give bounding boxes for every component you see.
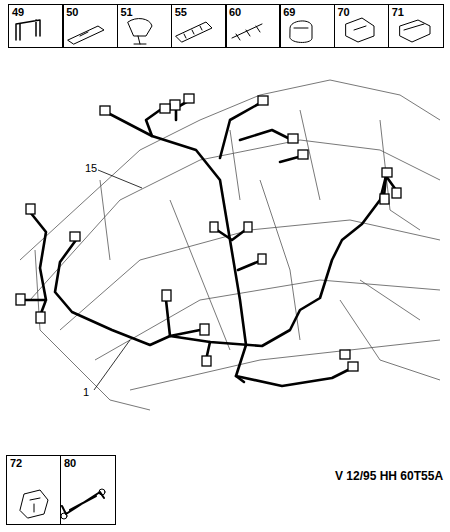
leader-lines — [94, 170, 142, 390]
part-number: 72 — [10, 457, 22, 469]
part-cell: 69 — [279, 4, 335, 48]
reference-code: V 12/95 HH 60T55A — [334, 470, 444, 483]
part-number: 51 — [121, 6, 133, 18]
connectors — [16, 94, 401, 371]
callout-number: 1 — [82, 386, 90, 399]
floor-pan — [20, 80, 440, 410]
part-number: 49 — [12, 6, 24, 18]
part-number: 71 — [392, 6, 404, 18]
part-cell: 49 — [8, 4, 64, 48]
part-number: 60 — [229, 6, 241, 18]
part-cell: 51 — [117, 4, 173, 48]
part-number: 69 — [283, 6, 295, 18]
part-cell: 80 — [60, 455, 116, 525]
wiring-harness — [22, 100, 396, 386]
part-cell: 70 — [334, 4, 390, 48]
part-cell: 55 — [171, 4, 227, 48]
part-number: 80 — [64, 457, 76, 469]
part-cell: 71 — [388, 4, 444, 48]
part-cell: 72 — [6, 455, 61, 525]
part-cell: 60 — [225, 4, 281, 48]
clip-icons — [16, 18, 430, 519]
part-number: 55 — [175, 6, 187, 18]
callout-number: 15 — [84, 162, 98, 175]
part-cell: 50 — [62, 4, 118, 48]
part-number: 50 — [66, 6, 78, 18]
part-number: 70 — [338, 6, 350, 18]
